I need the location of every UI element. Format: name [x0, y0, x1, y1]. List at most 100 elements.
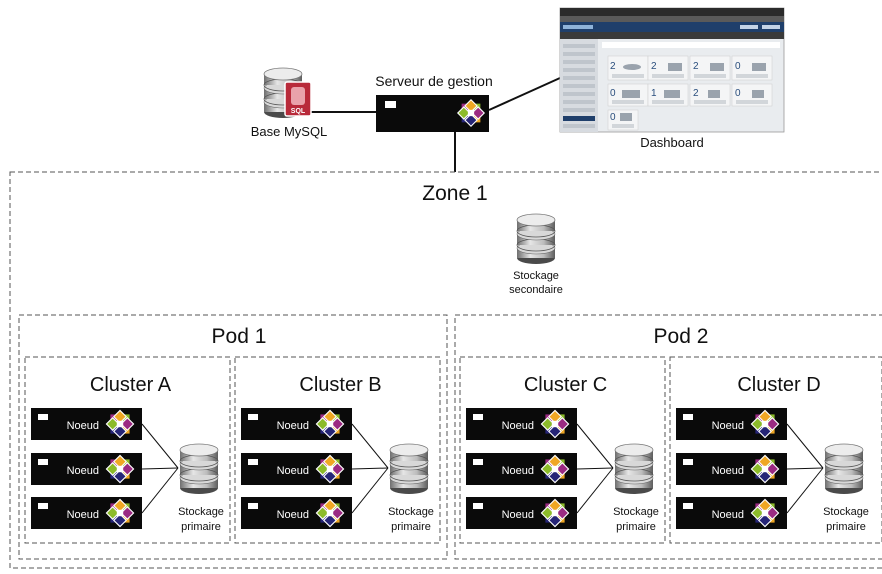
- node-label: Noeud: [67, 420, 99, 432]
- node-server: Noeud: [31, 453, 142, 485]
- pod-boundary: [454, 314, 882, 560]
- primary-storage-label-line-1: Stockage: [388, 506, 434, 518]
- node-indicator: [683, 459, 693, 465]
- primary-storage-label-line-2: primaire: [181, 521, 221, 533]
- mysql-database-label: Base MySQL: [251, 124, 328, 139]
- centos-logo-icon: [540, 498, 570, 528]
- centos-logo-icon: [750, 498, 780, 528]
- node-server: Noeud: [241, 497, 352, 529]
- node-storage-link: [576, 467, 614, 514]
- node-storage-link: [351, 467, 389, 470]
- node-server: Noeud: [676, 453, 787, 485]
- centos-logo-icon: [315, 409, 345, 439]
- node-server: Noeud: [241, 453, 352, 485]
- cluster-boundary: [234, 356, 441, 544]
- primary-storage-label-line-1: Stockage: [178, 506, 224, 518]
- node-label: Noeud: [502, 509, 534, 521]
- cluster-boundary: [459, 356, 666, 544]
- dashboard-count-5: 0: [610, 88, 616, 99]
- centos-logo-icon: [105, 498, 135, 528]
- node-indicator: [683, 414, 693, 420]
- node-indicator: [38, 414, 48, 420]
- cluster-title: Cluster A: [90, 374, 172, 396]
- primary-storage-label-line-1: Stockage: [613, 506, 659, 518]
- primary-storage-icon: [179, 443, 219, 495]
- node-indicator: [248, 459, 258, 465]
- node-server: Noeud: [466, 497, 577, 529]
- node-indicator: [248, 503, 258, 509]
- primary-storage-label-line-1: Stockage: [823, 506, 869, 518]
- node-server: Noeud: [31, 408, 142, 440]
- cluster-title: Cluster B: [299, 374, 381, 396]
- zone-title: Zone 1: [422, 182, 487, 205]
- centos-logo-icon: [105, 454, 135, 484]
- node-indicator: [473, 414, 483, 420]
- node-indicator: [473, 503, 483, 509]
- node-storage-link: [576, 423, 614, 469]
- secondary-storage-label-line-2: secondaire: [509, 284, 563, 296]
- centos-logo-icon: [750, 454, 780, 484]
- node-indicator: [248, 414, 258, 420]
- dashboard-count-8: 0: [735, 88, 741, 99]
- node-storage-link: [141, 467, 179, 470]
- node-server: Noeud: [31, 497, 142, 529]
- node-label: Noeud: [277, 420, 309, 432]
- node-label: Noeud: [67, 465, 99, 477]
- dashboard-count-6: 1: [651, 88, 657, 99]
- dashboard-count-1: 2: [610, 61, 616, 72]
- node-label: Noeud: [277, 509, 309, 521]
- cluster-title: Cluster C: [524, 374, 607, 396]
- centos-logo-icon: [315, 454, 345, 484]
- node-label: Noeud: [712, 420, 744, 432]
- primary-storage-label-line-2: primaire: [391, 521, 431, 533]
- node-storage-link: [141, 423, 179, 469]
- management-server-label: Serveur de gestion: [375, 73, 493, 89]
- dashboard-count-7: 2: [693, 88, 699, 99]
- node-storage-link: [786, 423, 824, 469]
- secondary-storage-label-line-1: Stockage: [513, 270, 559, 282]
- node-label: Noeud: [277, 465, 309, 477]
- centos-logo-icon: [105, 409, 135, 439]
- sql-badge-text: SQL: [291, 108, 306, 115]
- secondary-storage-icon: [516, 213, 556, 265]
- node-label: Noeud: [712, 509, 744, 521]
- node-label: Noeud: [67, 509, 99, 521]
- node-storage-link: [351, 467, 389, 514]
- zone-boundary: [9, 171, 882, 569]
- management-server: [376, 95, 489, 132]
- node-storage-link: [351, 423, 389, 469]
- node-server: Noeud: [241, 408, 352, 440]
- primary-storage-label-line-2: primaire: [826, 521, 866, 533]
- cluster-boundary: [669, 356, 882, 544]
- pod-title: Pod 2: [654, 325, 709, 348]
- centos-logo-icon: [315, 498, 345, 528]
- node-server: Noeud: [676, 408, 787, 440]
- dashboard-label: Dashboard: [640, 135, 704, 150]
- dashboard-count-2: 2: [651, 61, 657, 72]
- node-server: Noeud: [676, 497, 787, 529]
- node-label: Noeud: [502, 465, 534, 477]
- node-server: Noeud: [466, 453, 577, 485]
- node-storage-link: [786, 467, 824, 514]
- node-label: Noeud: [502, 420, 534, 432]
- centos-logo-icon: [540, 409, 570, 439]
- node-server: Noeud: [466, 408, 577, 440]
- centos-logo-icon: [457, 99, 485, 127]
- primary-storage-label-line-2: primaire: [616, 521, 656, 533]
- node-label: Noeud: [712, 465, 744, 477]
- cluster-title: Cluster D: [737, 374, 820, 396]
- node-storage-link: [141, 467, 179, 514]
- dashboard-count-3: 2: [693, 61, 699, 72]
- node-indicator: [473, 459, 483, 465]
- node-indicator: [38, 459, 48, 465]
- dashboard-count-4: 0: [735, 61, 741, 72]
- dashboard-count-9: 0: [610, 112, 616, 123]
- cluster-boundary: [24, 356, 231, 544]
- node-storage-link: [786, 467, 824, 470]
- pod-title: Pod 1: [212, 325, 267, 348]
